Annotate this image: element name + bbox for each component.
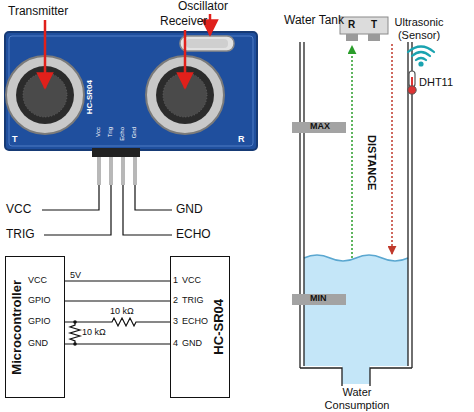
junction-dot <box>73 320 77 346</box>
part-label: Water Tank <box>284 14 344 28</box>
pin-number: 2 <box>173 295 178 305</box>
board-marking: R <box>238 134 245 144</box>
sensor-marking: T <box>371 19 377 31</box>
leader-line <box>42 185 99 210</box>
board-marking: HC-SR04 <box>85 80 94 114</box>
level-marker <box>292 294 346 305</box>
callout-arrow <box>45 14 210 88</box>
tank-wall <box>300 368 342 386</box>
water <box>304 255 408 261</box>
callout-arrow <box>184 30 187 88</box>
sensor-marking: R <box>348 19 355 31</box>
leader-line <box>44 185 111 235</box>
pin-name: TRIG <box>6 228 35 242</box>
leader-line <box>123 185 172 235</box>
part-label: Oscillator <box>178 0 228 14</box>
level-label: MIN <box>310 293 327 303</box>
tank-wall <box>303 42 304 366</box>
crystal-oscillator <box>186 39 228 48</box>
header-pins <box>92 148 140 185</box>
thermometer-icon <box>409 71 415 87</box>
node-title: HC-SR04 <box>208 299 229 355</box>
wifi-icon <box>412 52 430 56</box>
distance-arrow <box>351 46 353 258</box>
level-marker <box>292 122 346 305</box>
junction-dot <box>73 342 77 346</box>
water <box>304 255 408 384</box>
node-title: Microcontroller <box>6 280 27 375</box>
sensor-board <box>5 32 257 150</box>
ultrasonic-sensor <box>368 34 380 41</box>
crystal-oscillator <box>180 36 234 51</box>
water <box>304 255 408 384</box>
wifi-icon <box>420 63 423 66</box>
pin-name: ECHO <box>182 316 208 326</box>
header-pins <box>97 157 101 185</box>
thermometer-icon <box>408 71 416 94</box>
part-label: Receiver <box>160 15 207 29</box>
tank-wall <box>370 368 412 386</box>
thermometer-icon <box>408 86 416 94</box>
pin-name: TRIG <box>182 295 204 305</box>
header-pins <box>121 157 125 185</box>
pull-down-resistor <box>70 322 80 344</box>
part-label: Transmitter <box>8 5 68 19</box>
dimension-label: DISTANCE <box>365 135 378 190</box>
leader-line <box>135 185 172 210</box>
part-label: Water Consumption <box>322 386 392 411</box>
tank-wall <box>300 42 412 386</box>
wire-connector <box>65 318 170 326</box>
distance-arrow <box>352 44 392 258</box>
wire-connector <box>65 280 170 281</box>
leader-line <box>42 185 172 235</box>
pin-name: VCC <box>28 275 47 285</box>
pin-name: VCC <box>182 275 201 285</box>
level-label: MAX <box>310 121 330 131</box>
pin-name: GPIO <box>28 316 51 326</box>
wire-connector <box>65 300 170 301</box>
pin-name: VCC <box>6 203 31 217</box>
header-pins <box>92 148 140 157</box>
pin-name: Vcc <box>95 127 102 137</box>
pin-number: 3 <box>173 316 178 326</box>
pin-name: GND <box>182 338 202 348</box>
resistor-value: 10 kΩ <box>82 327 106 337</box>
distance-arrow <box>391 44 393 254</box>
ultrasonic-sensor <box>340 17 388 34</box>
part-label: DHT11 <box>419 76 453 89</box>
wire-connector <box>65 343 170 344</box>
crystal-oscillator <box>180 36 234 51</box>
wifi-icon <box>408 47 434 66</box>
callout-arrow <box>209 14 212 35</box>
sensor-board <box>5 32 257 150</box>
tank-wall <box>299 42 300 368</box>
pin-number: 1 <box>173 275 178 285</box>
wire-label: 5V <box>70 270 81 280</box>
pin-name: GND <box>28 338 48 348</box>
callout-arrow <box>44 20 47 88</box>
header-pins <box>109 157 113 185</box>
pin-name: Trig <box>107 127 114 137</box>
transducer <box>6 56 224 134</box>
pin-name: Echo <box>119 127 126 141</box>
ultrasonic-sensor <box>346 34 358 41</box>
ultrasonic-sensor <box>340 17 388 41</box>
pin-number: 4 <box>173 338 178 348</box>
level-marker <box>292 122 346 133</box>
header-pins <box>133 157 137 185</box>
pin-name: GND <box>176 203 203 217</box>
junction-dot <box>73 320 77 324</box>
part-label: Ultrasonic (Sensor) <box>388 16 450 41</box>
connector-group <box>65 281 170 344</box>
wifi-icon <box>416 58 426 60</box>
pull-down-resistor <box>70 322 80 344</box>
pin-name: Gnd <box>131 127 138 138</box>
wire-label: 10 kΩ <box>110 306 134 316</box>
board-marking: T <box>12 134 18 144</box>
pin-name: ECHO <box>176 228 211 242</box>
pin-name: GPIO <box>28 295 51 305</box>
